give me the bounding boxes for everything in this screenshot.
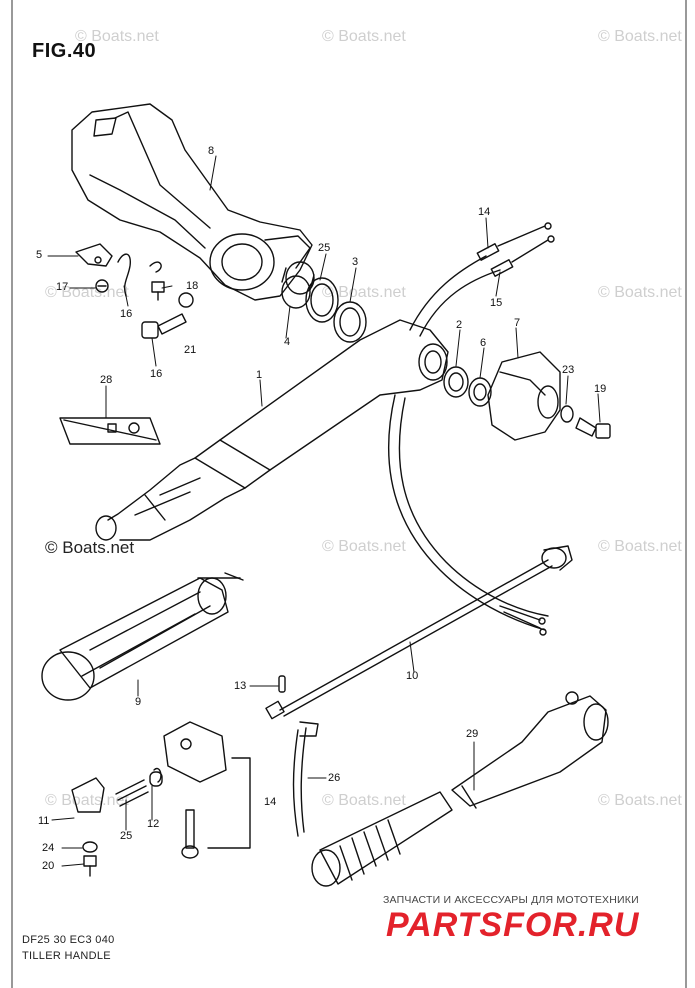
label-plate-part	[59, 417, 161, 445]
callout-17: 16	[150, 368, 163, 380]
callout-1: 1	[256, 369, 263, 381]
callout-15-top: 14	[478, 206, 491, 218]
watermark: © Boats.net	[45, 538, 135, 557]
friction-assembly-part	[71, 721, 251, 859]
callout-22: 21	[184, 344, 197, 356]
washer-23-part	[560, 405, 574, 423]
throttle-cables	[387, 222, 555, 631]
figure-title: FIG.40	[32, 40, 97, 62]
watermark: © Boats.net	[598, 28, 682, 45]
callout-23: 23	[562, 364, 575, 376]
diagram-caption: TILLER HANDLE	[22, 950, 111, 962]
callout-20: 19	[594, 383, 607, 395]
callout-13: 13	[234, 680, 247, 692]
callout-24: 24	[42, 842, 55, 854]
extension-handle-part	[311, 691, 609, 887]
callout-4: 4	[284, 336, 291, 348]
callout-28: 28	[100, 374, 113, 386]
washer-22-part	[178, 292, 194, 308]
collar-part	[281, 261, 315, 309]
ring-25-part	[305, 277, 339, 323]
callout-3: 3	[352, 256, 359, 268]
grip-part	[41, 572, 244, 701]
callout-18: 17	[56, 281, 69, 293]
callout-16: 16	[120, 308, 133, 320]
leader-lines	[47, 155, 601, 867]
ring-2-part	[443, 366, 469, 398]
watermark: © Boats.net	[322, 792, 406, 809]
diagram-code: DF25 30 EC3 040	[22, 934, 115, 946]
callout-29: 29	[466, 728, 479, 740]
shop-logo: PARTSFOR.RU	[386, 906, 640, 944]
cable-tie-27-part	[292, 721, 319, 837]
callout-6: 6	[480, 337, 487, 349]
callout-11: 11	[38, 815, 50, 827]
bolt-17-part	[141, 313, 187, 339]
upper-cover-part	[71, 103, 313, 301]
callout-27: 26	[328, 772, 341, 784]
callout-9: 9	[135, 696, 142, 708]
pin-13-part	[278, 675, 286, 693]
bracket-5-part	[75, 243, 113, 267]
washer-24-part	[82, 841, 98, 853]
spring-16-part	[117, 253, 132, 297]
end-cap-part	[487, 351, 561, 441]
shop-subtitle: ЗАПЧАСТИ И АКСЕССУАРЫ ДЛЯ МОТОТЕХНИКИ	[383, 894, 639, 906]
ring-6-part	[468, 377, 492, 407]
callout-26: 25	[120, 830, 133, 842]
callout-5: 5	[36, 249, 43, 261]
screw-21-part	[83, 855, 97, 877]
watermark: © Boats.net	[598, 792, 682, 809]
callout-8: 8	[208, 145, 215, 157]
screw-19-part	[151, 281, 165, 301]
watermark: © Boats.net	[598, 284, 682, 301]
callout-7: 7	[514, 317, 521, 329]
callout-10: 10	[406, 670, 419, 682]
watermark: © Boats.net	[322, 538, 406, 555]
watermark: © Boats.net	[322, 28, 406, 45]
watermark: © Boats.net	[322, 284, 406, 301]
callout-12: 12	[147, 818, 160, 830]
callout-14: 14	[264, 796, 277, 808]
tiller-arm-part	[95, 319, 449, 541]
callout-2: 2	[456, 319, 463, 331]
throttle-rod-part	[265, 545, 573, 720]
bolt-20-part	[575, 417, 611, 439]
callout-21: 20	[42, 860, 55, 872]
watermark: © Boats.net	[75, 28, 159, 45]
callout-15-bottom: 15	[490, 297, 503, 309]
screw-18-part	[95, 279, 109, 293]
callout-25: 25	[318, 242, 331, 254]
watermark: © Boats.net	[45, 792, 129, 809]
watermark: © Boats.net	[598, 538, 682, 555]
callout-19: 18	[186, 280, 199, 292]
